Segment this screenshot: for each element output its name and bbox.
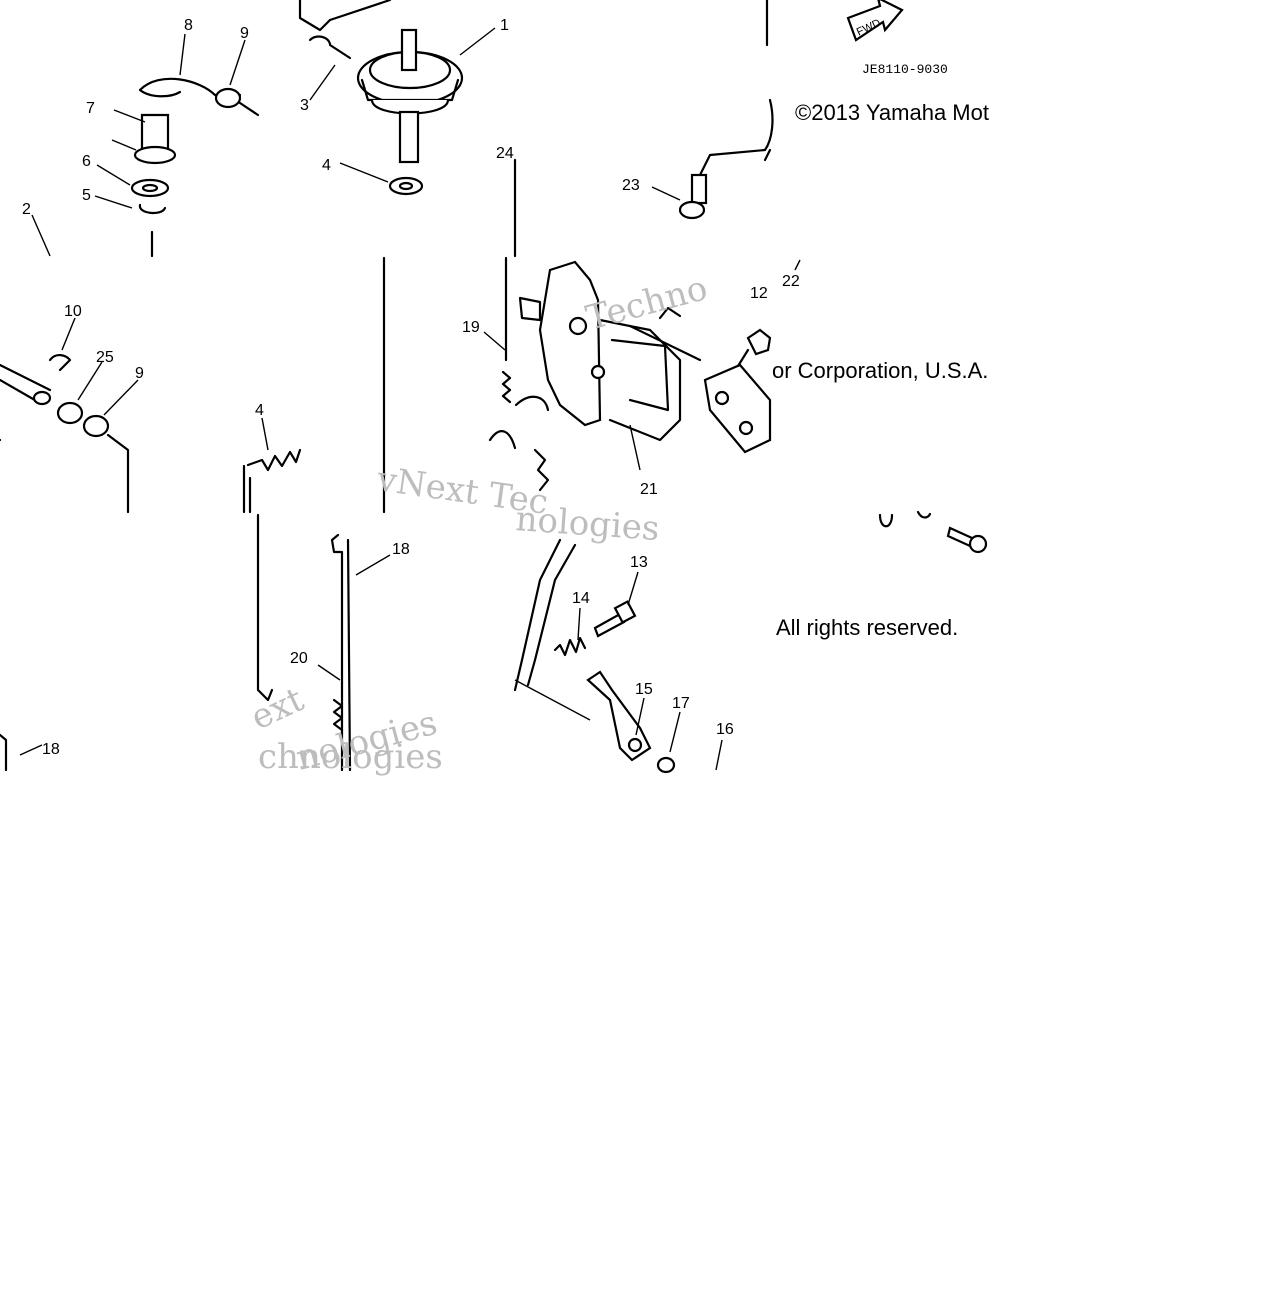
callout-16: 16 xyxy=(716,721,734,738)
lever-shaft-group xyxy=(0,317,139,514)
copyright-line-1: ©2013 Yamaha Mot xyxy=(795,100,989,125)
rod-bottom-left-group xyxy=(0,733,43,772)
callout-25: 25 xyxy=(96,349,114,366)
callout-8: 8 xyxy=(184,17,193,34)
callout-labels: 1 2 3 4 4 5 6 7 8 9 9 10 12 13 14 15 16 … xyxy=(22,17,800,758)
mounting-bracket-group xyxy=(658,306,772,454)
callout-24: 24 xyxy=(496,145,514,162)
governor-lever-group xyxy=(483,256,702,492)
callout-18b: 18 xyxy=(42,741,60,758)
callout-3: 3 xyxy=(300,97,309,114)
callout-20: 20 xyxy=(290,650,308,667)
callout-5: 5 xyxy=(82,187,91,204)
watermark-text-6: chnologies xyxy=(258,737,443,777)
callout-7: 7 xyxy=(86,100,95,117)
callout-2: 2 xyxy=(22,201,31,218)
callout-23: 23 xyxy=(622,177,640,194)
callout-4a: 4 xyxy=(322,157,331,174)
bolt-bracket-group xyxy=(513,0,801,271)
callout-9a: 9 xyxy=(240,25,249,42)
callout-12: 12 xyxy=(750,285,768,302)
spring-rod-group xyxy=(242,256,386,514)
watermark: vNext Tec Techno nologies ext nologies c… xyxy=(245,268,712,779)
governor-gear-group xyxy=(298,0,496,196)
callout-6: 6 xyxy=(82,153,91,170)
small-screw-group xyxy=(878,510,988,554)
linkage-rod-group xyxy=(256,513,391,772)
forward-arrow-icon: FWD xyxy=(846,0,904,42)
callout-1: 1 xyxy=(500,17,509,34)
watermark-text-4: ext xyxy=(245,679,310,738)
diagram-code: JE8110-9030 xyxy=(862,62,948,77)
adjust-lever-group xyxy=(513,538,723,774)
copyright-line-2: or Corporation, U.S.A. xyxy=(772,358,988,383)
callout-18a: 18 xyxy=(392,541,410,558)
callout-10: 10 xyxy=(64,303,82,320)
watermark-text-2: Techno xyxy=(582,268,712,339)
callout-4b: 4 xyxy=(255,402,264,419)
callout-14: 14 xyxy=(572,590,590,607)
watermark-text-3: nologies xyxy=(514,499,660,549)
callout-9b: 9 xyxy=(135,365,144,382)
callout-13: 13 xyxy=(630,554,648,571)
callout-17: 17 xyxy=(672,695,690,712)
callout-21: 21 xyxy=(640,481,658,498)
shaft-assembly-group xyxy=(31,33,260,258)
callout-15: 15 xyxy=(635,681,653,698)
callout-19: 19 xyxy=(462,319,480,336)
copyright-line-3: All rights reserved. xyxy=(776,615,958,640)
callout-22: 22 xyxy=(782,273,800,290)
